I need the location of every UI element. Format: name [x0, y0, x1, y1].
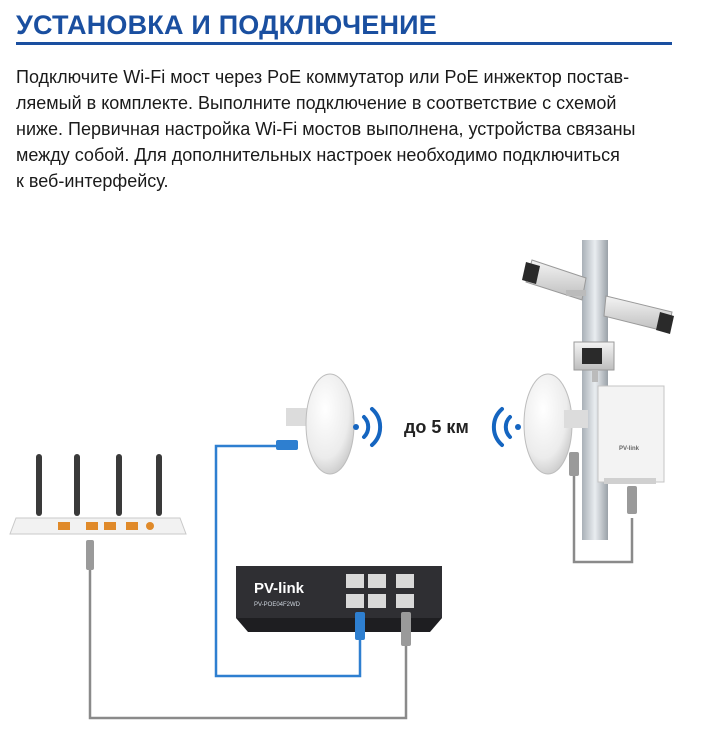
heading-underline: [16, 42, 672, 45]
intro-line: между собой. Для дополнительных настроек…: [16, 145, 620, 165]
switch-brand: PV-link: [254, 580, 305, 597]
enclosure-bottom: [604, 478, 656, 484]
bridge-mount: [564, 410, 588, 428]
camera-top-left: [522, 259, 587, 301]
page-heading: УСТАНОВКА И ПОДКЛЮЧЕНИЕ: [16, 10, 437, 40]
outdoor-enclosure: PV-link: [597, 385, 665, 514]
switch-port: [346, 594, 364, 608]
bridge-grey-plug: [569, 452, 579, 476]
right-wifi-bridge: [523, 373, 588, 476]
left-wifi-bridge: [276, 373, 355, 475]
router-antenna: [36, 454, 42, 516]
switch-port: [396, 574, 414, 588]
switch-bottom: [236, 618, 442, 632]
distance-label: до 5 км: [404, 417, 469, 437]
intro-paragraph: Подключите Wi-Fi мост через PoE коммутат…: [16, 64, 676, 194]
poe-switch: PV-link PV-POE04F2WD: [236, 566, 442, 646]
signal-waves-right-icon: [353, 407, 383, 447]
bridge-blue-plug: [276, 440, 298, 450]
bridge-dish: [305, 373, 355, 475]
intro-line: Подключите Wi-Fi мост через PoE коммутат…: [16, 67, 630, 87]
switch-port: [396, 594, 414, 608]
switch-port: [368, 574, 386, 588]
signal-waves-left-icon: [491, 407, 521, 447]
router-port: [104, 522, 116, 530]
router-antenna: [156, 454, 162, 516]
router-antenna: [74, 454, 80, 516]
intro-line: ляемый в комплекте. Выполните подключени…: [16, 93, 617, 113]
router-port: [86, 522, 98, 530]
intro-line: к веб-интерфейсу.: [16, 171, 169, 191]
switch-front: [236, 566, 442, 618]
switch-blue-plug: [355, 612, 365, 640]
enclosure-body: [597, 385, 665, 483]
switch-model: PV-POE04F2WD: [254, 602, 301, 608]
camera-right: [603, 295, 674, 334]
grey-cable-pole-bridge-to-enclosure: [572, 476, 634, 564]
blue-cable-switch-to-bridge: [214, 444, 362, 678]
camera-box: [573, 341, 615, 382]
router-port: [58, 522, 70, 530]
camera-pole: [522, 240, 674, 540]
grey-cable-router-to-switch: [88, 570, 408, 720]
enclosure-brand: PV-link: [619, 446, 640, 452]
router-antenna: [116, 454, 122, 516]
switch-port: [346, 574, 364, 588]
enclosure-grey-plug: [627, 486, 637, 514]
router-port: [126, 522, 138, 530]
intro-line: ниже. Первичная настройка Wi-Fi мостов в…: [16, 119, 636, 139]
switch-grey-plug: [401, 612, 411, 646]
router: [9, 454, 187, 570]
router-rj45-plug: [86, 540, 94, 570]
router-power-jack: [146, 522, 154, 530]
switch-port: [368, 594, 386, 608]
